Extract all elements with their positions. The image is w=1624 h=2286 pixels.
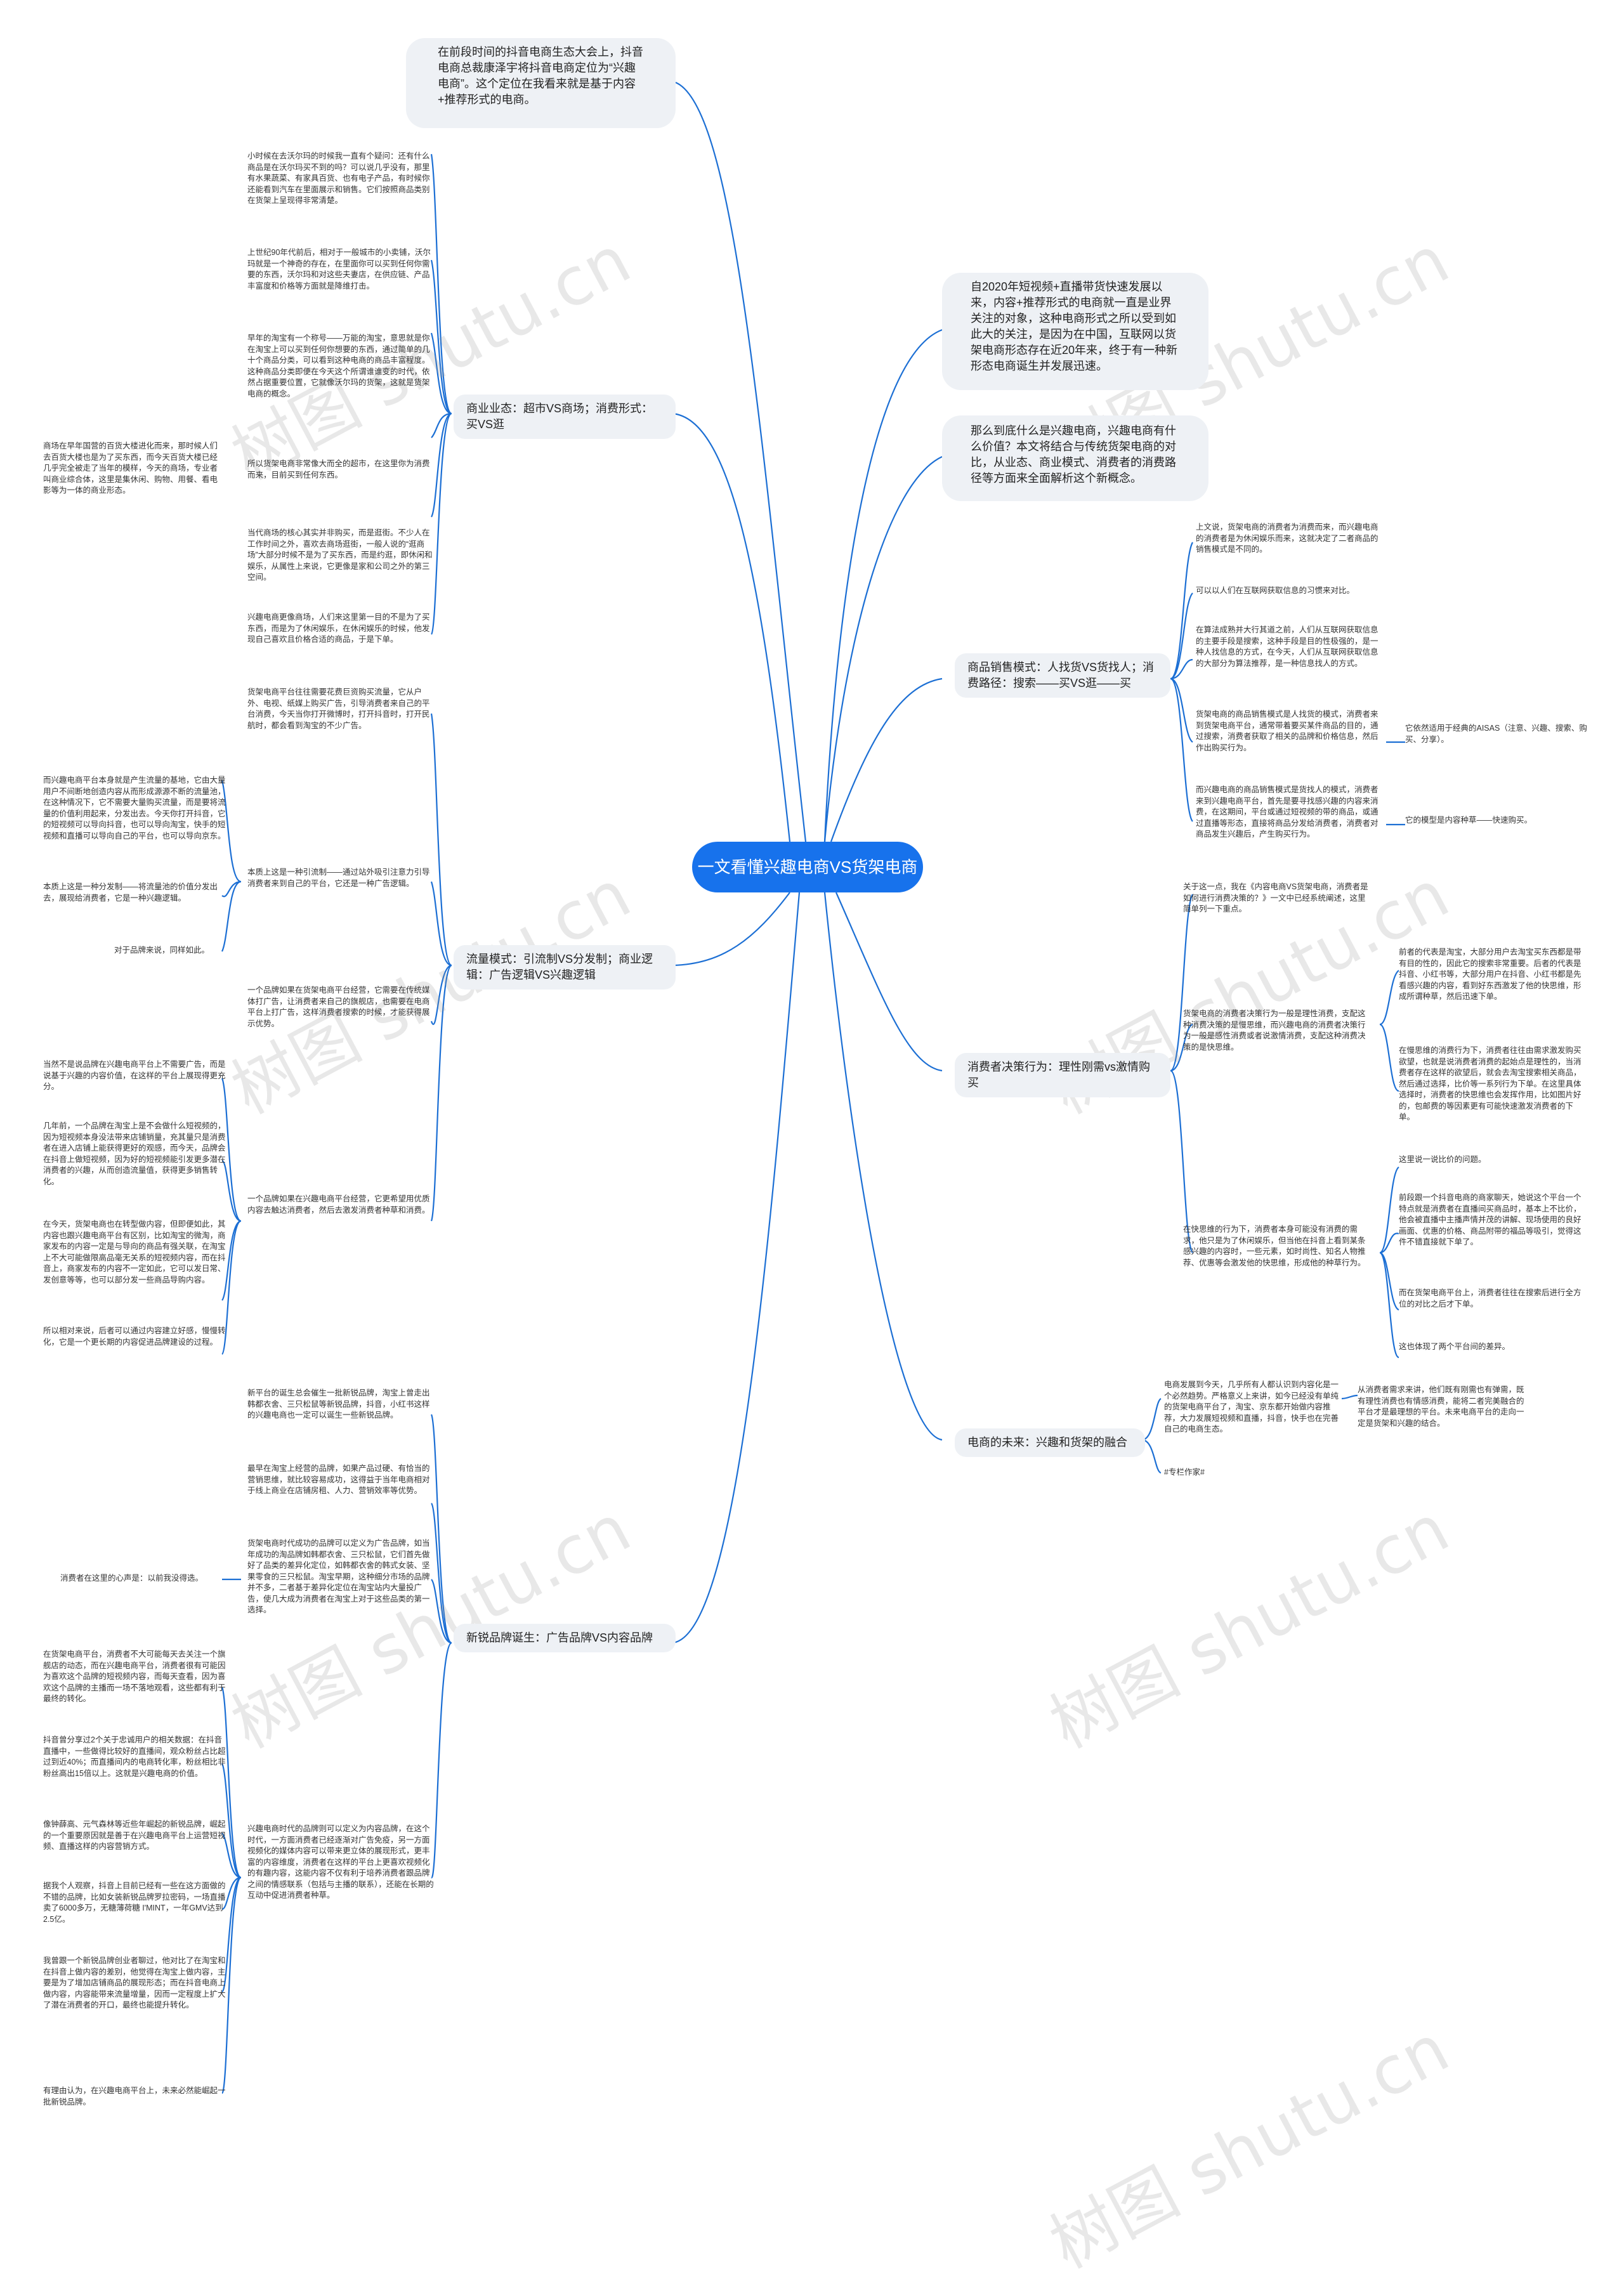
leaf-text: 抖音曾分享过2个关于忠诚用户的相关数据：在抖音直播中，一些做得比较好的直播间，观… — [43, 1735, 226, 1778]
branch-title: 商品销售模式：人找货VS货找人；消费路径：搜索——买VS逛——买 — [967, 661, 1155, 689]
leaf-text: 几年前，一个品牌在淘宝上是不会做什么短视频的，因为短视频本身没法带来店铺销量，充… — [43, 1121, 226, 1186]
leaf-text: 上世纪90年代前后，相对于一般城市的小卖铺，沃尔玛就是一个神奇的存在，在里面你可… — [247, 248, 431, 291]
leaf-text: 新平台的诞生总会催生一批新锐品牌，淘宝上曾走出韩都衣舍、三只松鼠等新锐品牌，抖音… — [247, 1388, 430, 1420]
branch-new-brands[interactable]: 新锐品牌诞生：广告品牌VS内容品牌 — [454, 1624, 676, 1652]
leaf-text: 所以货架电商非常像大而全的超市，在这里你为消费而来，目前买到任何东西。 — [247, 459, 430, 480]
branch-title: 新锐品牌诞生：广告品牌VS内容品牌 — [466, 1631, 653, 1644]
leaf-text: 有理由认为，在兴趣电商平台上，未来必然能崛起一批新锐品牌。 — [43, 2086, 226, 2106]
leaf-text: 商场在早年国营的百货大楼进化而来，那时候人们去百货大楼也是为了买东西，而今天百货… — [43, 441, 218, 495]
intro-bubble[interactable]: 在前段时间的抖音电商生态大会上，抖音电商总裁康泽宇将抖音电商定位为“兴趣电商”。… — [406, 38, 676, 128]
leaf-text: 本质上这是一种分发制——将流量池的价值分发出去，展现给消费者，它是一种兴趣逻辑。 — [43, 882, 218, 903]
leaf-text: 关于这一点，我在《内容电商VS货架电商，消费者是如何进行消费决策的？》一文中已经… — [1183, 882, 1368, 913]
intro-bubble[interactable]: 那么到底什么是兴趣电商，兴趣电商有什么价值？本文将结合与传统货架电商的对比，从业… — [942, 415, 1208, 501]
leaf-text: 而兴趣电商的商品销售模式是货找人的模式，消费者来到兴趣电商平台，首先是要寻找感兴… — [1196, 785, 1378, 839]
leaf-text: 前段跟一个抖音电商的商家聊天，她说这个平台一个特点就是消费者在直播间买商品时，基… — [1399, 1193, 1581, 1246]
intro-bubble[interactable]: 自2020年短视频+直播带货快速发展以来，内容+推荐形式的电商就一直是业界关注的… — [942, 273, 1208, 390]
leaf-text: 电商发展到今天，几乎所有人都认识到内容化是一个必然趋势。严格意义上来讲，如今已经… — [1164, 1380, 1339, 1434]
leaf-text: 消费者在这里的心声是：以前我没得选。 — [60, 1574, 204, 1583]
branch-future[interactable]: 电商的未来：兴趣和货架的融合 — [955, 1428, 1145, 1457]
leaf-text: 这也体现了两个平台间的差异。 — [1399, 1342, 1510, 1351]
leaf-text: 前者的代表是淘宝，大部分用户去淘宝买东西都是带有目的性的，因此它的搜索非常重要。… — [1399, 948, 1581, 1001]
leaf-text: 它依然适用于经典的AISAS（注意、兴趣、搜索、购买、分享）。 — [1405, 724, 1587, 744]
leaf-text: 在算法成熟并大行其道之前，人们从互联网获取信息的主要手段是搜索，这种手段是目的性… — [1196, 625, 1378, 668]
leaf-text: 当代商场的核心其实并非购买，而是逛街。不少人在工作时间之外，喜欢去商场逛街，一般… — [247, 528, 433, 582]
leaf-text: 像钟薛高、元气森林等近些年崛起的新锐品牌，崛起的一个重要原因就是善于在兴趣电商平… — [43, 1820, 226, 1851]
branch-sales-model[interactable]: 商品销售模式：人找货VS货找人；消费路径：搜索——买VS逛——买 — [955, 653, 1170, 698]
branch-title: 消费者决策行为：理性刚需vs激情购买 — [967, 1061, 1150, 1089]
leaf-text: 这里说一说比价的问题。 — [1399, 1155, 1486, 1164]
leaf-text: 货架电商的商品销售模式是人找货的模式，消费者来到货架电商平台，通常带着要买某件商… — [1196, 710, 1378, 752]
leaf-text: 一个品牌如果在兴趣电商平台经营，它更希望用优质内容去触达消费者，然后去激发消费者… — [247, 1194, 430, 1215]
leaf-text: 早年的淘宝有一个称号——万能的淘宝，意思就是你在淘宝上可以买到任何你想要的东西，… — [247, 334, 430, 398]
intro-text: 在前段时间的抖音电商生态大会上，抖音电商总裁康泽宇将抖音电商定位为“兴趣电商”。… — [438, 46, 643, 106]
root-topic[interactable]: 一文看懂兴趣电商VS货架电商 — [692, 842, 923, 892]
leaf-text: 它的模型是内容种草——快速购买。 — [1405, 816, 1533, 825]
leaf-text: 当然不是说品牌在兴趣电商平台上不需要广告，而是说基于兴趣的内容价值，在这样的平台… — [43, 1060, 226, 1091]
leaf-text: 在快思维的行为下，消费者本身可能没有消费的需求，他只是为了休闲娱乐，但当他在抖音… — [1183, 1225, 1366, 1267]
hashtag-label: #专栏作家# — [1164, 1468, 1205, 1477]
intro-text: 自2020年短视频+直播带货快速发展以来，内容+推荐形式的电商就一直是业界关注的… — [971, 280, 1178, 372]
leaf-text: 对于品牌来说，同样如此。 — [114, 946, 210, 955]
leaf-text: 我曾跟一个新锐品牌创业者聊过，他对比了在淘宝和在抖音上做内容的差别，他觉得在淘宝… — [43, 1956, 226, 2009]
branch-title: 商业业态：超市VS商场；消费形式：买VS逛 — [466, 402, 653, 431]
leaf-text: 本质上这是一种引流制——通过站外吸引注意力引导消费者来到自己的平台，它还是一种广… — [247, 868, 430, 888]
branch-title: 电商的未来：兴趣和货架的融合 — [967, 1436, 1127, 1449]
leaf-text: 货架电商平台往往需要花费巨资购买流量，它从户外、电视、纸媒上购买广告，引导消费者… — [247, 688, 430, 730]
branch-business-format[interactable]: 商业业态：超市VS商场；消费形式：买VS逛 — [454, 395, 676, 439]
leaf-text: 货架电商时代成功的品牌可以定义为广告品牌，如当年成功的淘品牌如韩都衣舍、三只松鼠… — [247, 1539, 430, 1614]
branch-traffic-model[interactable]: 流量模式：引流制VS分发制；商业逻辑：广告逻辑VS兴趣逻辑 — [454, 945, 676, 990]
leaf-text: 兴趣电商时代的品牌则可以定义为内容品牌，在这个时代，一方面消费者已经逐渐对广告免… — [247, 1824, 434, 1900]
connector-lines — [221, 81, 1405, 2094]
leaf-text: 而在货架电商平台上，消费者往往在搜索后进行全方位的对比之后才下单。 — [1399, 1288, 1581, 1309]
branch-title: 流量模式：引流制VS分发制；商业逻辑：广告逻辑VS兴趣逻辑 — [466, 953, 653, 981]
leaf-text: 一个品牌如果在货架电商平台经营，它需要在传统媒体打广告，让消费者来自己的旗舰店，… — [247, 986, 430, 1028]
leaf-text: 可以以人们在互联网获取信息的习惯来对比。 — [1196, 586, 1355, 595]
leaf-text: 从消费者需求来讲，他们既有刚需也有弹需，既有理性消费也有情感消费，能将二者完美融… — [1358, 1385, 1524, 1428]
leaf-text: 据我个人观察，抖音上目前已经有一些在这方面做的不错的品牌，比如女装新锐品牌罗拉密… — [43, 1881, 226, 1924]
leaf-text: 在慢思维的消费行为下，消费者往往由需求激发购买欲望，也就是说消费者消费的起始点是… — [1399, 1046, 1581, 1121]
root-topic-label: 一文看懂兴趣电商VS货架电商 — [697, 858, 918, 877]
leaf-text: 而兴趣电商平台本身就是产生流量的基地，它由大量用户不间断地创造内容从而形成源源不… — [43, 776, 226, 840]
leaf-text: 所以相对来说，后者可以通过内容建立好感，慢慢转化，它是一个更长期的内容促进品牌建… — [43, 1326, 226, 1347]
branch-consumer-decision[interactable]: 消费者决策行为：理性刚需vs激情购买 — [955, 1053, 1170, 1097]
leaf-text: 在今天，货架电商也在转型做内容，但即便如此，其内容也跟兴趣电商平台有区别，比如淘… — [43, 1220, 226, 1284]
leaf-text: 兴趣电商更像商场，人们来这里第一目的不是为了买东西，而是为了休闲娱乐，在休闲娱乐… — [247, 613, 430, 644]
leaf-text: 小时候在去沃尔玛的时候我一直有个疑问：还有什么商品是在沃尔玛买不到的吗？可以说几… — [247, 152, 430, 205]
leaf-text: 货架电商的消费者决策行为一般是理性消费，支配这种消费决策的是慢思维，而兴趣电商的… — [1183, 1009, 1366, 1052]
leaf-text: 在货架电商平台，消费者不大可能每天去关注一个旗舰店的动态，而在兴趣电商平台，消费… — [43, 1650, 226, 1703]
leaf-text: 最早在淘宝上经营的品牌，如果产品过硬、有恰当的营销思维，就比较容易成功，这得益于… — [247, 1464, 430, 1495]
intro-text: 那么到底什么是兴趣电商，兴趣电商有什么价值？本文将结合与传统货架电商的对比，从业… — [971, 424, 1176, 485]
leaf-text: 上文说，货架电商的消费者为消费而来，而兴趣电商的消费者是为休闲娱乐而来，这就决定… — [1196, 523, 1378, 554]
